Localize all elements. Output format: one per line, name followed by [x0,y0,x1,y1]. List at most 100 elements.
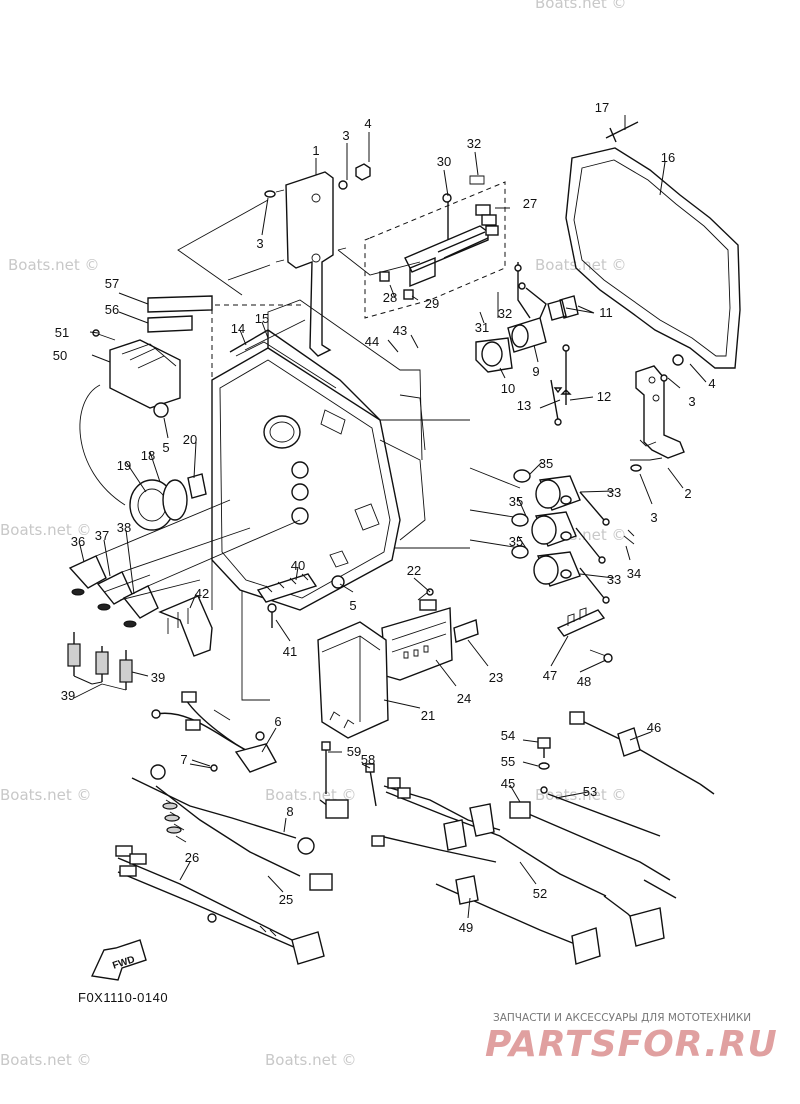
callout-38: 38 [117,520,131,535]
callout-36: 36 [71,534,85,549]
callout-18: 18 [141,448,155,463]
callout-23: 23 [489,670,503,685]
callout-40: 40 [291,558,305,573]
watermark: Boats.net © [535,786,627,804]
housing-drawing [211,329,426,611]
callout-21: 21 [421,708,435,723]
callout-53: 53 [583,784,597,799]
callout-6: 6 [274,714,281,729]
callout-32: 32 [467,136,481,151]
callout-15: 15 [255,311,269,326]
callout-41: 41 [283,644,297,659]
brand-logo: PARTSFOR.RU [485,1024,778,1065]
callout-4: 4 [708,376,715,391]
callout-27: 27 [523,196,537,211]
callout-42: 42 [195,586,209,601]
watermark: Boats.net © [0,1051,92,1069]
callout-32: 32 [498,306,512,321]
bracket-47-drawing [556,607,613,663]
callout-5: 5 [349,598,356,613]
callout-58: 58 [361,752,375,767]
callout-31: 31 [475,320,489,335]
callout-48: 48 [577,674,591,689]
callout-35: 35 [539,456,553,471]
callout-17: 17 [595,100,609,115]
callout-47: 47 [543,668,557,683]
callout-12: 12 [597,389,611,404]
coils-drawing [469,467,635,604]
callout-28: 28 [383,290,397,305]
watermark: Boats.net © [535,256,627,274]
watermark: Boats.net © [8,256,100,274]
callout-11: 11 [599,305,613,320]
cluster-10-13 [475,262,579,426]
callout-55: 55 [501,754,515,769]
callout-57: 57 [105,276,119,291]
bracket-1-drawing [264,163,371,357]
callout-49: 49 [459,920,473,935]
callout-51: 51 [55,325,69,340]
callout-43: 43 [393,323,407,338]
callout-8: 8 [286,804,293,819]
gasket-16-drawing [565,121,741,369]
callout-33: 33 [607,485,621,500]
callout-2: 2 [684,486,691,501]
callout-35: 35 [509,534,523,549]
bolt-54-55-drawing [537,737,551,770]
watermark: Boats.net © [265,1051,357,1069]
brand-tagline: ЗАПЧАСТИ И АКСЕССУАРЫ ДЛЯ МОТОТЕХНИКИ [493,1012,752,1024]
harness-6-7-drawing [151,691,278,773]
callout-37: 37 [95,528,109,543]
plug-caps-drawing [67,499,301,699]
figure-code: F0X1110-0140 [78,990,169,1005]
callout-56: 56 [105,302,119,317]
callout-29: 29 [425,296,439,311]
callout-30: 30 [437,154,451,169]
regulator-50-drawing [92,295,213,418]
callout-52: 52 [533,886,547,901]
harness-8-25-26-drawing [115,764,333,965]
callout-46: 46 [647,720,661,735]
callout-39: 39 [61,688,75,703]
callout-labels [73,115,707,919]
callout-7: 7 [180,752,187,767]
callout-1: 1 [312,143,319,158]
watermark: Boats.net © [535,0,627,12]
callout-22: 22 [407,563,421,578]
callout-25: 25 [279,892,293,907]
callout-33: 33 [607,572,621,587]
callout-10: 10 [501,381,515,396]
rotor-18-19-drawing [129,473,207,531]
watermark: Boats.net © [0,521,92,539]
callout-26: 26 [185,850,199,865]
harness-46-drawing [569,711,715,795]
callout-3: 3 [342,128,349,143]
callout-35: 35 [509,494,523,509]
ecu-21-drawing [317,621,389,739]
callout-5: 5 [162,440,169,455]
callout-45: 45 [501,776,515,791]
callout-59: 59 [347,744,361,759]
harness-45-49-52-drawing [371,777,677,965]
callout-3: 3 [650,510,657,525]
callout-14: 14 [231,321,245,336]
callout-9: 9 [532,364,539,379]
panel-23-24-drawing [381,588,479,681]
callout-20: 20 [183,432,197,447]
callout-13: 13 [517,398,531,413]
callout-44: 44 [365,334,379,349]
fwd-arrow: FWD [90,939,147,981]
callout-54: 54 [501,728,515,743]
bracket-2-drawing [630,354,685,472]
callout-3: 3 [688,394,695,409]
callout-24: 24 [457,691,471,706]
callout-4: 4 [364,116,371,131]
clamps-drawing [158,573,318,657]
callout-16: 16 [661,150,675,165]
callout-19: 19 [117,458,131,473]
callout-39: 39 [151,670,165,685]
callout-50: 50 [53,348,67,363]
box-27-drawing [364,175,506,319]
watermark: Boats.net © [0,786,92,804]
